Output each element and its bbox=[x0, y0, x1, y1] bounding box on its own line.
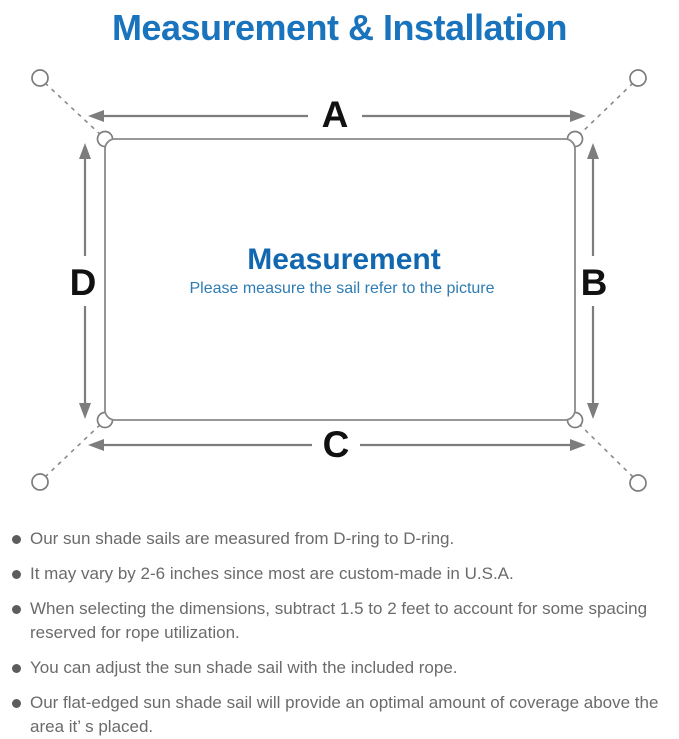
note-text: You can adjust the sun shade sail with t… bbox=[30, 658, 458, 677]
note-text: Our flat-edged sun shade sail will provi… bbox=[30, 693, 659, 736]
anchor-ring-bottom-left-icon bbox=[31, 473, 49, 491]
list-item: It may vary by 2-6 inches since most are… bbox=[10, 562, 673, 586]
diagram-center-subtitle: Please measure the sail refer to the pic… bbox=[189, 280, 494, 297]
arrow-c-left-head-icon bbox=[88, 439, 104, 451]
dimension-label-d: D bbox=[70, 262, 97, 303]
arrow-a-left-head-icon bbox=[88, 110, 104, 122]
dimension-arrow-c: C bbox=[88, 424, 586, 465]
arrow-b-top-head-icon bbox=[587, 143, 599, 159]
bullet-icon bbox=[12, 570, 21, 579]
bullet-icon bbox=[12, 605, 21, 614]
rope-dashed-bottom-right bbox=[576, 421, 634, 478]
rope-dashed-top-left bbox=[44, 82, 104, 138]
dimension-label-b: B bbox=[581, 262, 608, 303]
note-text: Our sun shade sails are measured from D-… bbox=[30, 529, 455, 548]
dimension-arrow-a: A bbox=[88, 94, 586, 135]
anchor-ring-bottom-right-icon bbox=[629, 474, 647, 492]
rope-dashed-top-right bbox=[576, 82, 634, 138]
bullet-icon bbox=[12, 664, 21, 673]
anchor-ring-top-left-icon bbox=[31, 69, 49, 87]
diagram-center-heading: Measurement bbox=[247, 243, 440, 276]
note-text: It may vary by 2-6 inches since most are… bbox=[30, 564, 514, 583]
rope-dashed-bottom-left bbox=[44, 421, 104, 478]
list-item: You can adjust the sun shade sail with t… bbox=[10, 656, 673, 680]
sail-measurement-diagram: A C D B Measurement Please meas bbox=[31, 69, 647, 492]
dimension-label-c: C bbox=[323, 424, 350, 465]
dimension-label-a: A bbox=[322, 94, 349, 135]
bullet-icon bbox=[12, 699, 21, 708]
note-text: When selecting the dimensions, subtract … bbox=[30, 599, 648, 642]
sail-outline bbox=[104, 138, 576, 421]
arrow-c-right-head-icon bbox=[570, 439, 586, 451]
anchor-ring-top-right-icon bbox=[629, 69, 647, 87]
list-item: Our sun shade sails are measured from D-… bbox=[10, 527, 673, 551]
bullet-icon bbox=[12, 535, 21, 544]
arrow-b-bottom-head-icon bbox=[587, 403, 599, 419]
arrow-a-right-head-icon bbox=[570, 110, 586, 122]
list-item: Our flat-edged sun shade sail will provi… bbox=[10, 691, 673, 739]
dimension-arrow-b: B bbox=[581, 143, 608, 419]
measurement-notes-list: Our sun shade sails are measured from D-… bbox=[0, 515, 679, 739]
dimension-arrow-d: D bbox=[70, 143, 97, 419]
page-title: Measurement & Installation bbox=[111, 7, 568, 48]
arrow-d-bottom-head-icon bbox=[79, 403, 91, 419]
arrow-d-top-head-icon bbox=[79, 143, 91, 159]
list-item: When selecting the dimensions, subtract … bbox=[10, 597, 673, 645]
